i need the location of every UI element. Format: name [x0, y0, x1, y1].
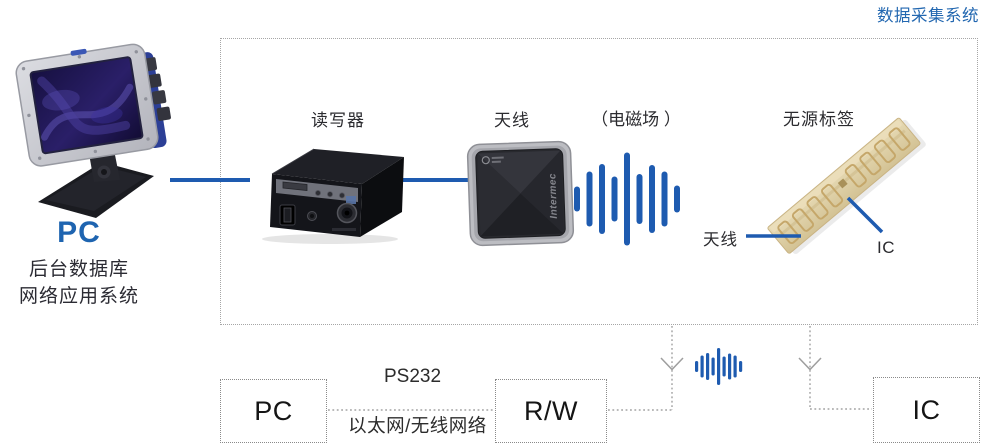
flow-box-ic-label: IC [912, 394, 941, 425]
flow-box-pc: PC [220, 379, 327, 443]
pc-backend-db-label: 后台数据库 [28, 259, 129, 280]
pc-network-app-label: 网络应用系统 [18, 286, 139, 307]
flow-box-ic: IC [873, 377, 980, 443]
pc-caption-block: PC 后台数据库 网络应用系统 [5, 216, 153, 310]
em-field-label: （电磁场 ） [591, 110, 681, 129]
pc-monitor-illustration [15, 43, 171, 218]
antenna-brand-text: Intermec [547, 173, 560, 219]
antenna-label: 天线 [494, 111, 530, 130]
page-title: 数据采集系统 [877, 7, 979, 25]
link-label-ps232: PS232 [383, 366, 442, 387]
flow-connectors [328, 326, 872, 411]
reader-label: 读写器 [311, 111, 365, 130]
tag-ic-pointer-line [846, 196, 884, 234]
rfid-reader-illustration [262, 148, 404, 244]
link-label-ethernet: 以太网/无线网络 [348, 415, 487, 436]
tag-ic-label: IC [877, 238, 895, 257]
antenna-panel-illustration: Intermec [466, 140, 575, 247]
signal-waveform-icon [695, 348, 743, 385]
flow-box-rw-label: R/W [524, 395, 578, 426]
chevron-down-icon [660, 357, 684, 371]
em-field-waveform-icon [574, 152, 680, 246]
tag-antenna-label: 天线 [703, 231, 738, 249]
flow-box-rw: R/W [495, 379, 607, 443]
passive-tag-illustration [767, 117, 926, 255]
passive-tag-label: 无源标签 [783, 110, 855, 129]
flow-box-pc-label: PC [254, 395, 293, 426]
pc-label: PC [57, 216, 101, 249]
chevron-down-icon [798, 357, 822, 371]
